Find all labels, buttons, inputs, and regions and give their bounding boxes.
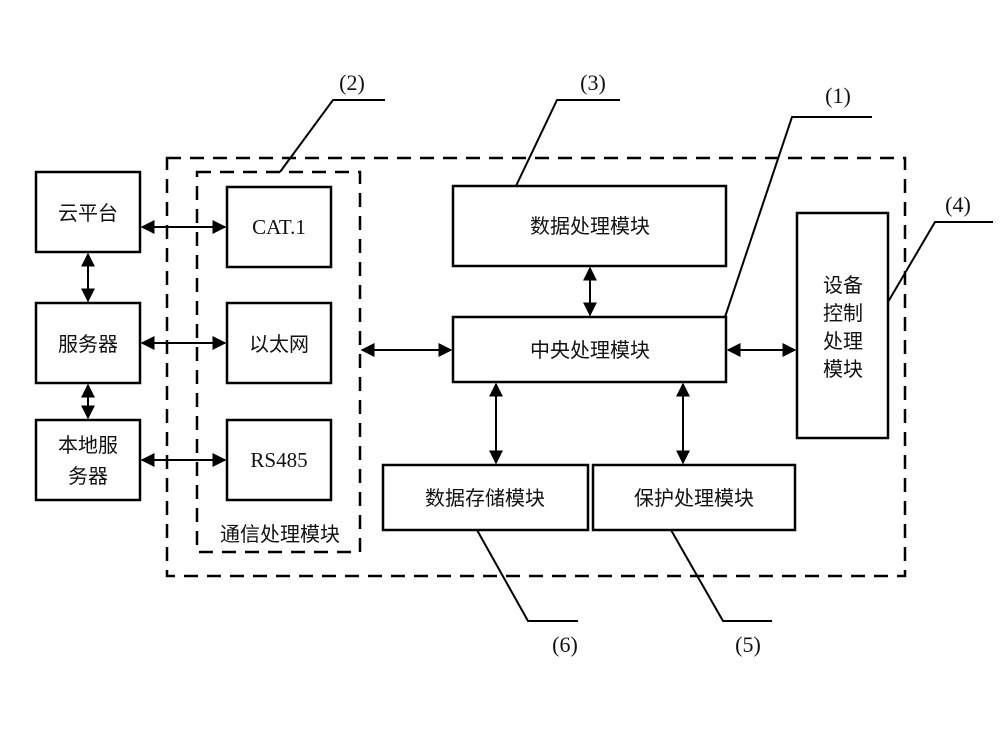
callout-1-leader (724, 116, 872, 318)
data-storage-module: 数据存储模块 (381, 463, 590, 532)
ethernet-label: 以太网 (249, 332, 309, 356)
protection-processing-label: 保护处理模块 (634, 486, 754, 510)
callout-4-leader (887, 221, 993, 303)
callout-2-label: (2) (339, 70, 365, 95)
central-processing-module: 中央处理模块 (451, 315, 728, 384)
callout-6-label: (6) (552, 632, 578, 657)
protection-processing-module: 保护处理模块 (591, 463, 797, 532)
ethernet-box: 以太网 (225, 301, 333, 385)
data-processing-label: 数据处理模块 (530, 214, 650, 238)
callout-2-leader (279, 99, 385, 173)
device-control-label-line4: 模块 (823, 357, 863, 381)
central-processing-label: 中央处理模块 (530, 338, 650, 362)
server-box: 服务器 (34, 301, 142, 385)
rs485-label: RS485 (250, 448, 307, 472)
rs485-box: RS485 (225, 418, 333, 502)
callout-3-label: (3) (580, 70, 606, 95)
cloud-platform-box: 云平台 (34, 170, 142, 254)
callout-5-label: (5) (735, 632, 761, 657)
server-label: 服务器 (58, 332, 118, 356)
callout-6-leader (476, 529, 578, 622)
device-control-label-line1: 设备 (823, 273, 863, 297)
device-control-module: 设备 控制 处理 模块 (795, 211, 890, 440)
system-boundary (165, 156, 907, 578)
callout-4-label: (4) (945, 192, 971, 217)
cat1-box: CAT.1 (225, 185, 333, 269)
cat1-label: CAT.1 (252, 215, 306, 239)
callout-1-label: (1) (825, 83, 851, 108)
comm-module-label: 通信处理模块 (220, 522, 340, 546)
cloud-platform-label: 云平台 (58, 201, 118, 225)
local-server-box: 本地服 务器 (34, 418, 142, 502)
comm-module-group (195, 170, 362, 554)
device-control-label-line2: 控制 (823, 301, 863, 325)
data-processing-module: 数据处理模块 (451, 184, 728, 268)
local-server-label-line1: 本地服 (58, 433, 118, 457)
callout-3-leader (515, 99, 620, 187)
device-control-label-line3: 处理 (823, 329, 863, 353)
data-storage-label: 数据存储模块 (425, 486, 545, 510)
local-server-label-line2: 务器 (68, 464, 108, 488)
callout-5-leader (670, 529, 772, 622)
